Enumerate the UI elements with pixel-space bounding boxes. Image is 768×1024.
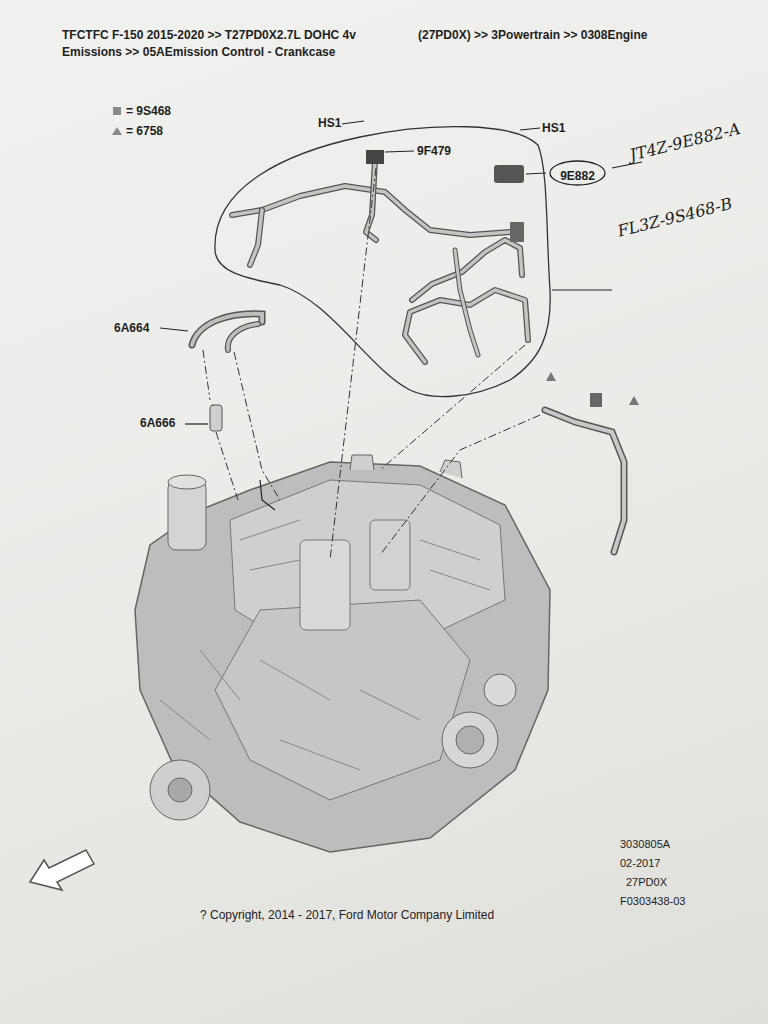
engine-block: [135, 455, 550, 852]
drawing-code: 27PD0X: [626, 876, 667, 888]
legend-row: = 6758: [112, 124, 163, 138]
breadcrumb: (27PD0X) >> 3Powertrain >> 0308Engine: [418, 28, 647, 42]
square-symbol: [112, 106, 122, 116]
hand-drawn-loop: [215, 127, 550, 397]
drawing-code: 3030805A: [620, 838, 670, 850]
handwritten-part-number: FL3Z-9S468-B: [616, 194, 734, 241]
handwritten-part-number: JT4Z-9E882-A: [628, 119, 742, 165]
hose-assembly: [232, 150, 528, 362]
legend-row: = 9S468: [112, 104, 171, 118]
callout-number: 9E882: [560, 169, 595, 183]
callout-number: 9F479: [417, 144, 451, 158]
drawing-date: 02-2017: [620, 857, 660, 869]
drawing-code: F0303438-03: [620, 895, 685, 907]
orientation-arrow: [30, 850, 94, 890]
pcv-hose: [192, 314, 262, 431]
leader-lines: [203, 168, 540, 560]
callout-number: HS1: [542, 121, 565, 135]
circled-callout: 9E882: [549, 160, 606, 186]
triangle-symbol: [112, 126, 122, 136]
callout-leaders: [160, 121, 642, 510]
legend-text: = 9S468: [126, 104, 171, 118]
callout-number: 6A664: [114, 321, 149, 335]
page-title: TFCTFC F-150 2015-2020 >> T27PD0X2.7L DO…: [62, 27, 397, 61]
callout-number: HS1: [318, 116, 341, 130]
callout-number: 6A666: [140, 416, 175, 430]
copyright-caption: ? Copyright, 2014 - 2017, Ford Motor Com…: [200, 908, 494, 922]
crankcase-hose: [545, 372, 639, 552]
legend-text: = 6758: [126, 124, 163, 138]
